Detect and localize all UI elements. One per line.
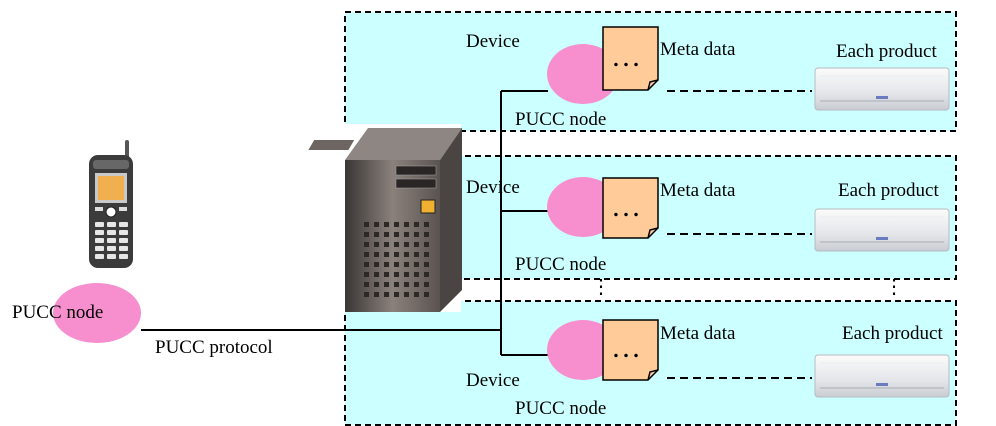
pucc-node-label-1: PUCC node: [515, 109, 607, 130]
air-conditioner-icon-3: [814, 354, 950, 398]
pucc-protocol-label: PUCC protocol: [155, 337, 273, 358]
metadata-document-1: [602, 26, 659, 91]
metadata-label-3: Meta data: [660, 323, 736, 344]
mobile-phone-icon: [89, 140, 133, 268]
device-pucc-node-3: [547, 320, 619, 380]
metadata-document-3: [602, 319, 659, 381]
device-label-1: Device: [466, 31, 520, 52]
continuation-mark-left: ⋮: [591, 276, 611, 298]
product-label-3: Each product: [842, 323, 943, 344]
continuation-mark-right: ⋮: [884, 276, 904, 298]
metadata-doc-dots-1: …: [611, 40, 642, 73]
mobile-pucc-node-label: PUCC node: [12, 302, 104, 323]
air-conditioner-icon-2: [814, 208, 950, 252]
server-tower-icon: [308, 124, 462, 312]
device-label-3: Device: [466, 370, 520, 391]
device-label-2: Device: [466, 177, 520, 198]
metadata-document-2: [602, 177, 659, 239]
product-label-2: Each product: [838, 180, 939, 201]
product-label-1: Each product: [836, 41, 937, 62]
air-conditioner-icon-1: [814, 67, 950, 111]
pucc-node-label-3: PUCC node: [515, 398, 607, 419]
device-pucc-node-1: [547, 44, 619, 104]
metadata-doc-dots-2: …: [611, 190, 642, 223]
connection-lines: [141, 90, 548, 356]
device-pucc-node-2: [547, 177, 619, 237]
metadata-label-2: Meta data: [660, 180, 736, 201]
mobile-pucc-node: [53, 283, 141, 343]
metadata-label-1: Meta data: [660, 39, 736, 60]
metadata-doc-dots-3: …: [611, 331, 642, 364]
pucc-node-label-2: PUCC node: [515, 254, 607, 275]
